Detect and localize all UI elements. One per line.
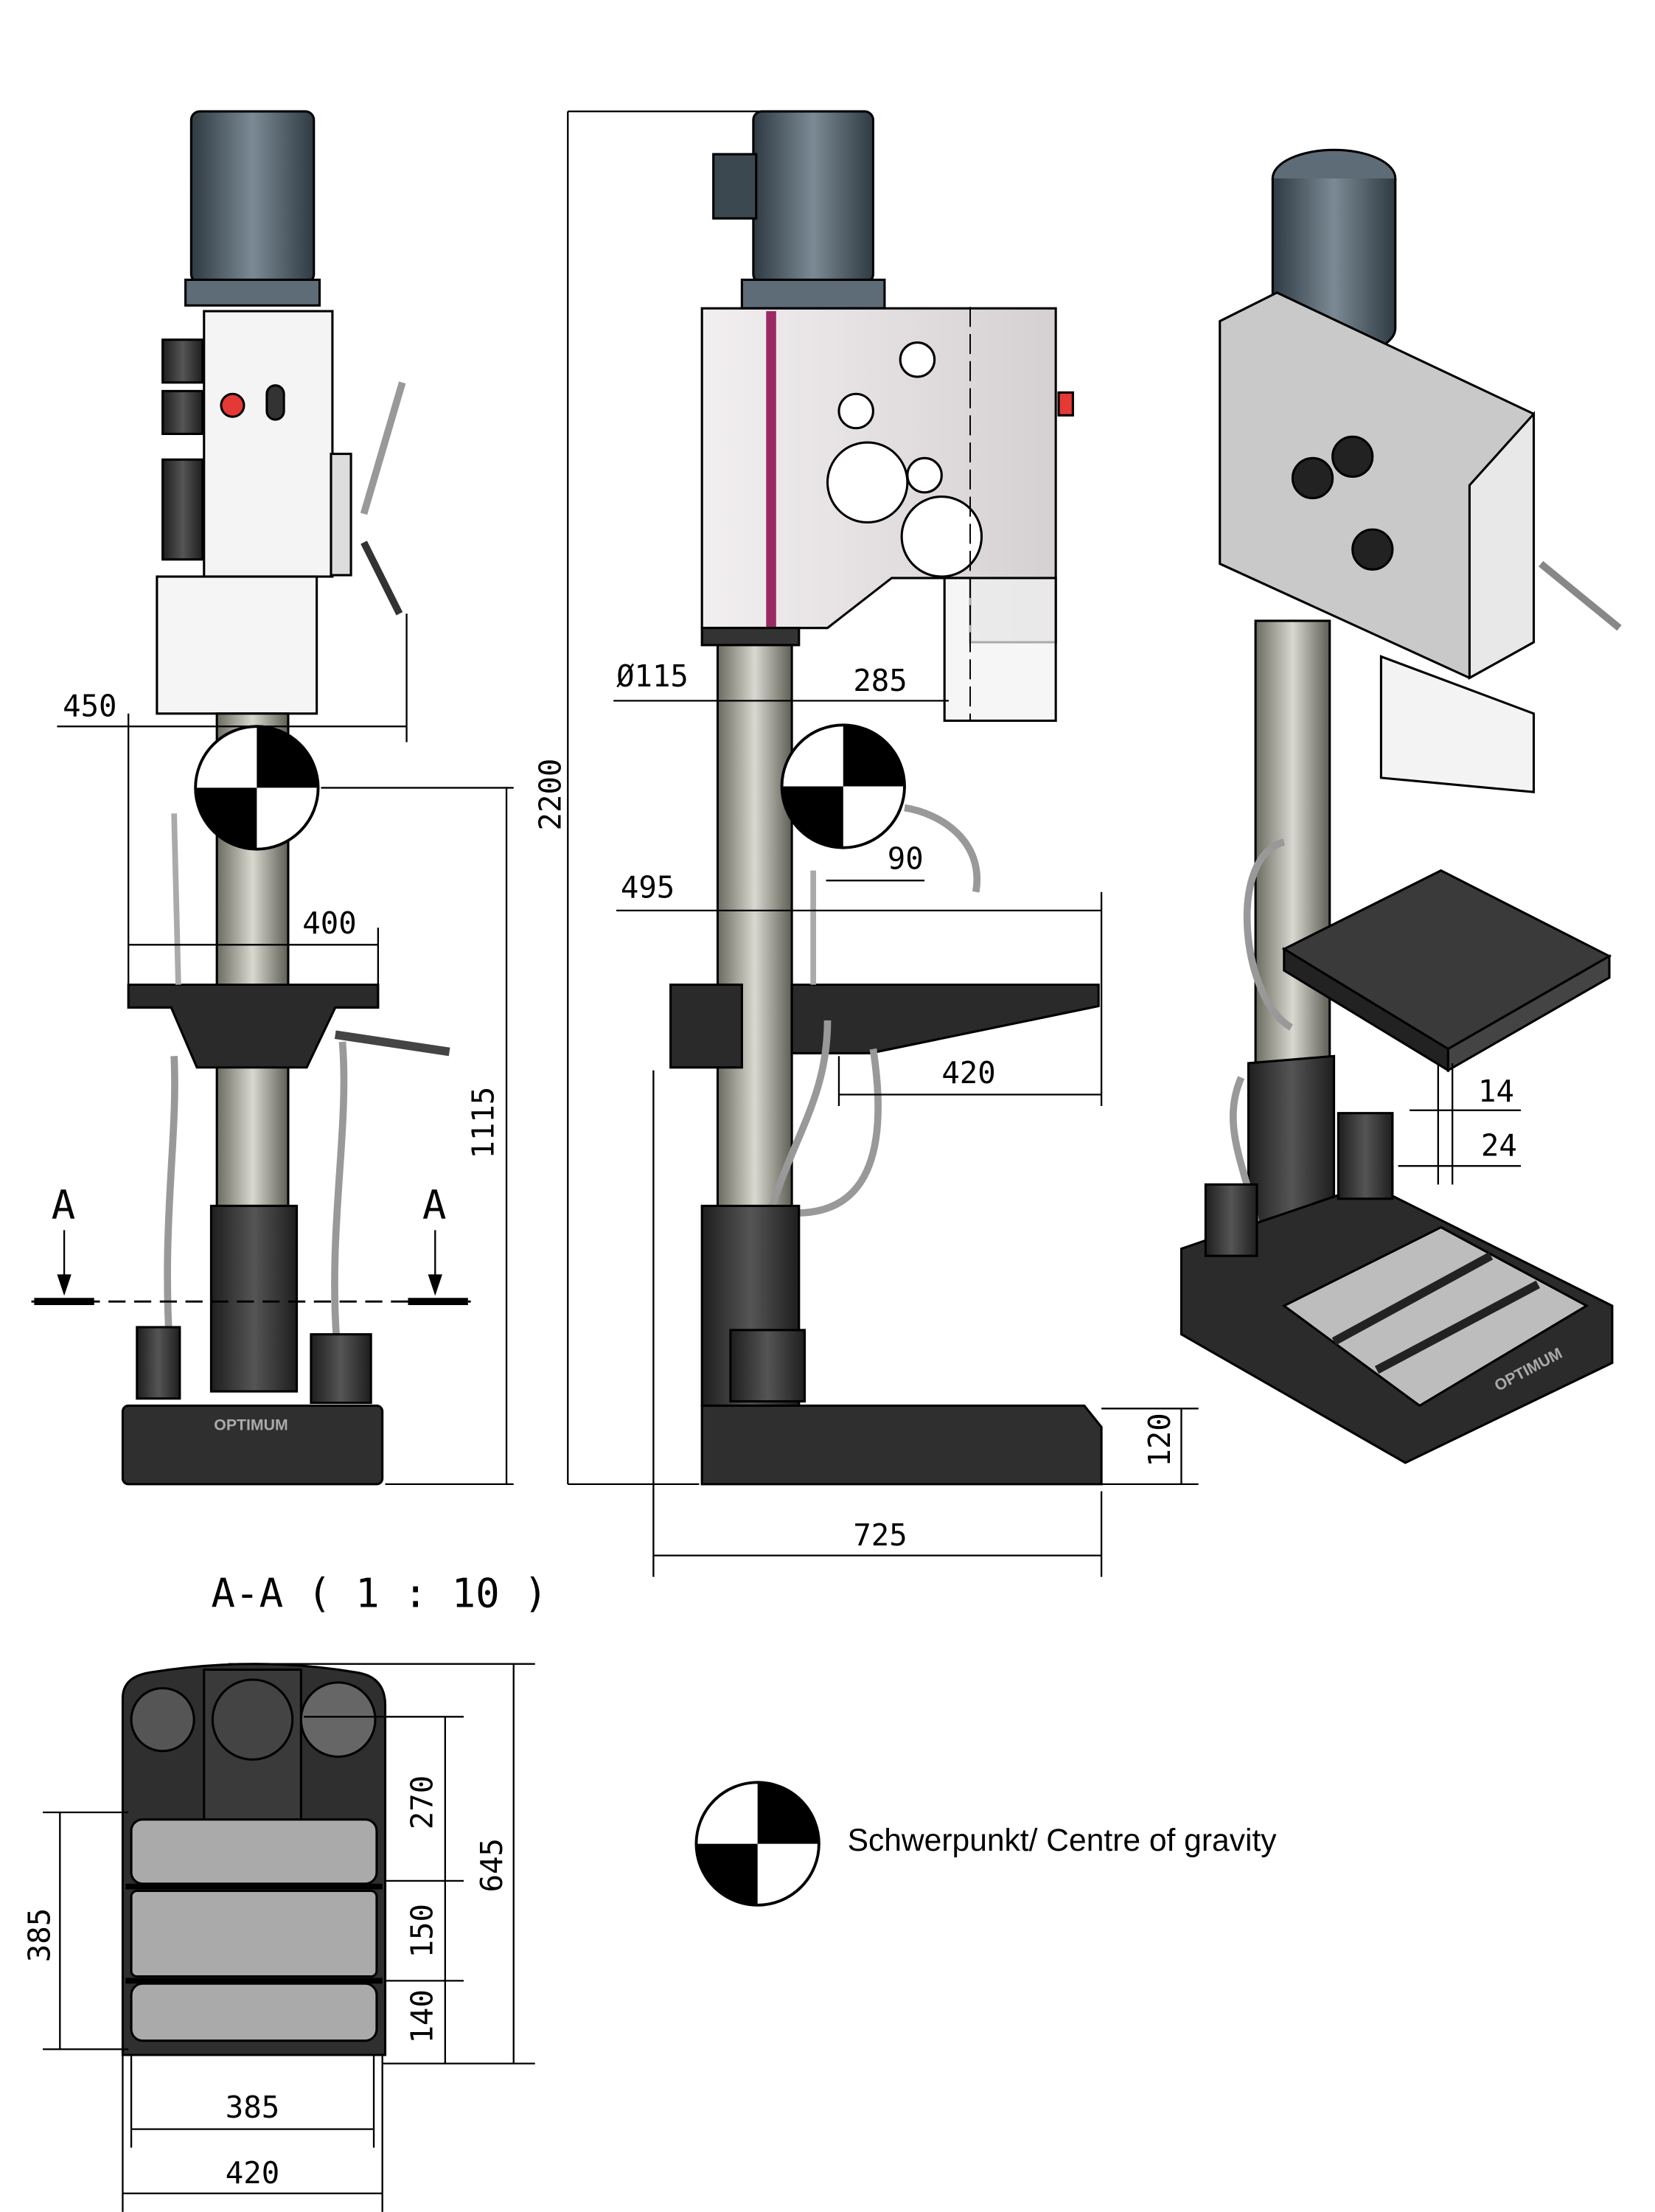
column-iso <box>1254 619 1331 1121</box>
motor <box>189 110 316 284</box>
centre-of-gravity-icon <box>694 1781 820 1907</box>
dim-14: 14 <box>1478 1074 1514 1109</box>
legend-label: Schwerpunkt/ Centre of gravity <box>848 1823 1278 1858</box>
section-view: A-A ( 1 : 10 ) 270 150 140 645 385 385 4… <box>22 1570 548 2212</box>
dim-24: 24 <box>1481 1128 1517 1164</box>
dim-140: 140 <box>404 1989 439 2043</box>
section-title: A-A ( 1 : 10 ) <box>211 1570 548 1616</box>
table-iso <box>1281 869 1612 1051</box>
dim-495: 495 <box>621 869 675 905</box>
dim-150: 150 <box>404 1904 439 1958</box>
dim-450: 450 <box>63 689 116 724</box>
dim-385-vertical: 385 <box>22 1908 58 1962</box>
isometric-view: OPTIMUM 14 24 <box>1180 148 1622 1464</box>
table <box>127 983 380 1069</box>
svg-text:OPTIMUM: OPTIMUM <box>214 1416 288 1433</box>
dim-285: 285 <box>853 663 907 698</box>
column-side <box>716 644 793 1210</box>
side-view: 2200 Ø115 285 90 495 420 725 120 <box>533 110 1199 1577</box>
drill-head <box>203 310 334 578</box>
centre-of-gravity-symbol <box>194 725 320 851</box>
dim-120: 120 <box>1142 1413 1177 1467</box>
section-mark-left: A <box>52 1182 76 1228</box>
base-side <box>700 1404 1103 1486</box>
dim-column-diameter: Ø115 <box>616 658 689 694</box>
dim-420-table: 420 <box>941 1055 995 1091</box>
accent-stripe <box>766 311 776 628</box>
table-side <box>790 983 1100 1054</box>
base <box>121 1404 384 1486</box>
dim-725: 725 <box>853 1517 907 1553</box>
dim-2200: 2200 <box>533 759 568 831</box>
front-view: OPTIMUM 450 400 1115 A A <box>31 110 514 1486</box>
dim-400: 400 <box>302 905 356 941</box>
section-mark-right: A <box>422 1182 447 1228</box>
dim-420-base: 420 <box>226 2155 279 2191</box>
dim-1115: 1115 <box>466 1087 501 1159</box>
centre-of-gravity-symbol <box>780 723 906 849</box>
dim-385-horizontal: 385 <box>226 2090 279 2125</box>
dim-90: 90 <box>888 841 924 877</box>
legend: Schwerpunkt/ Centre of gravity <box>694 1781 1278 1907</box>
stop-button <box>220 392 245 418</box>
dim-270: 270 <box>404 1775 439 1829</box>
dim-645: 645 <box>474 1838 509 1892</box>
